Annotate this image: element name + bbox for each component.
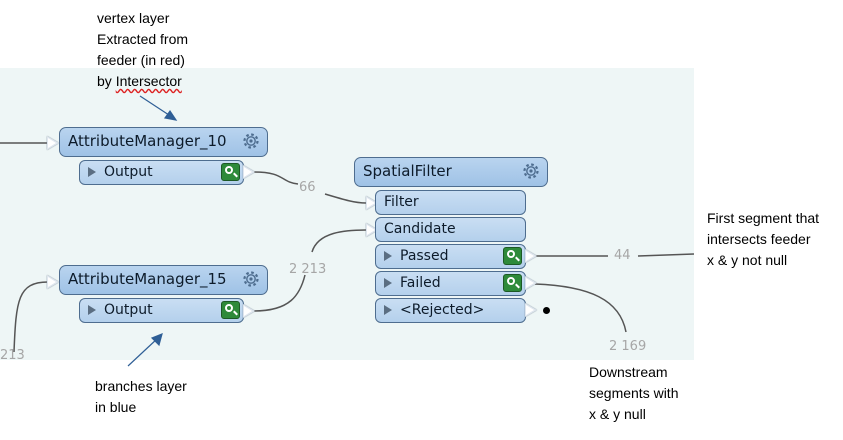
connection-am10-to-filter <box>253 171 299 185</box>
rejected-output-port[interactable]: <Rejected> <box>375 298 526 323</box>
attributemanager-10-transformer[interactable]: AttributeManager_10 <box>59 127 268 157</box>
failed-output-connector[interactable] <box>525 276 537 290</box>
am10-output-port[interactable]: Output <box>79 160 244 185</box>
triangle-play-icon <box>384 305 392 315</box>
rejected-terminal-dot <box>543 307 550 314</box>
filter-input-port[interactable]: Filter <box>375 190 526 215</box>
failed-output-port[interactable]: Failed <box>375 271 526 296</box>
connection-am10-to-filter-b <box>324 193 367 204</box>
attributemanager-15-transformer[interactable]: AttributeManager_15 <box>59 265 268 295</box>
am15-output-port[interactable]: Output <box>79 298 244 323</box>
branches-layer-note: branches layer in blue <box>95 378 187 415</box>
candidate-input-port[interactable]: Candidate <box>375 217 526 242</box>
am15-output-connector[interactable] <box>243 304 255 318</box>
gear-icon[interactable] <box>521 161 541 181</box>
triangle-play-icon <box>88 305 96 315</box>
annotation-arrowhead-vertex <box>163 109 178 121</box>
feature-count-passed: 44 <box>614 248 631 263</box>
vertex-layer-note: vertex layer Extracted from feeder (in r… <box>97 10 189 89</box>
gear-icon[interactable] <box>241 131 261 151</box>
transformer-name: SpatialFilter <box>363 162 452 180</box>
connection-am15-to-candidate <box>253 274 306 312</box>
annotation-arrowhead-branches <box>150 332 163 347</box>
rejected-output-connector[interactable] <box>525 303 537 317</box>
passed-output-connector[interactable] <box>525 249 537 263</box>
feature-count-am15: 2 213 <box>289 262 327 277</box>
spatialfilter-transformer[interactable]: SpatialFilter <box>354 157 548 187</box>
transformer-name: AttributeManager_10 <box>68 132 227 150</box>
am10-output-connector[interactable] <box>243 165 255 179</box>
feature-count-am10: 66 <box>299 180 316 195</box>
feature-count-left: 213 <box>0 348 25 363</box>
magnifier-inspect-icon[interactable] <box>221 301 240 319</box>
first-segment-note: First segment that intersects feeder x &… <box>707 210 820 268</box>
triangle-play-icon <box>88 167 96 177</box>
passed-output-port[interactable]: Passed <box>375 244 526 269</box>
magnifier-inspect-icon[interactable] <box>503 247 522 265</box>
gear-icon[interactable] <box>241 269 261 289</box>
triangle-play-icon <box>384 251 392 261</box>
connection-failed-out <box>534 283 627 333</box>
connection-into-am15 <box>13 281 49 353</box>
am15-input-port[interactable] <box>47 275 59 289</box>
annotation-arrow-branches <box>127 337 159 367</box>
annotation-arrow-vertex <box>139 95 173 118</box>
connection-passed-out-b <box>637 253 695 257</box>
downstream-note: Downstream segments with x & y null <box>589 364 679 422</box>
spellcheck-word: Intersector <box>115 73 182 89</box>
am10-input-port[interactable] <box>47 136 59 150</box>
connection-am15-to-candidate-b <box>311 229 367 253</box>
transformer-name: AttributeManager_15 <box>68 270 227 288</box>
magnifier-inspect-icon[interactable] <box>503 274 522 292</box>
feature-count-failed: 2 169 <box>609 339 647 354</box>
magnifier-inspect-icon[interactable] <box>221 163 240 181</box>
triangle-play-icon <box>384 278 392 288</box>
